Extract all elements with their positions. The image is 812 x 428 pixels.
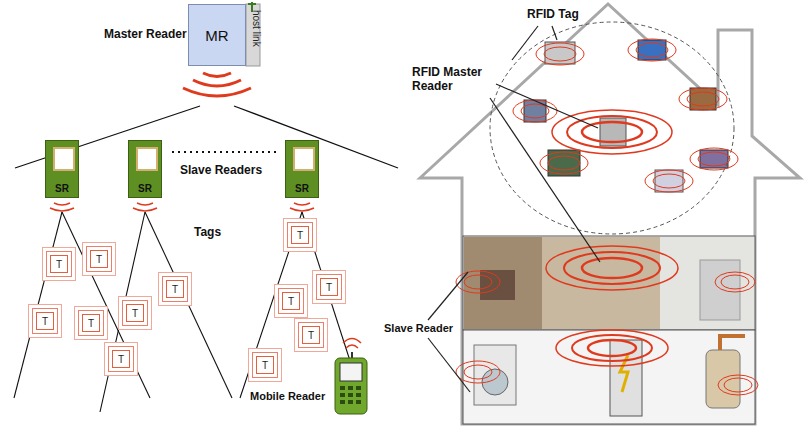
node-text: SR — [295, 183, 309, 194]
mobile-phone — [335, 339, 367, 415]
slave-reader-box: SR — [45, 140, 79, 198]
ellipsis-dots — [172, 151, 278, 153]
node-text: T — [42, 316, 48, 327]
node-text: T — [262, 360, 268, 371]
node-text: T — [308, 330, 314, 341]
rfid-tag: T — [256, 356, 274, 374]
group-label: Slave Readers — [180, 164, 262, 178]
node-text: MR — [205, 27, 228, 44]
device — [690, 88, 716, 110]
rfid-tag: T — [112, 350, 130, 368]
rfid-tag: T — [320, 278, 338, 296]
reader-window — [293, 147, 315, 171]
part-label: Master Reader — [104, 28, 187, 42]
coverage-ellipse — [490, 22, 734, 234]
node-text: T — [172, 284, 178, 295]
coverage-fans — [14, 212, 362, 412]
radio-waves — [183, 73, 251, 96]
reader-window — [53, 147, 75, 171]
router — [700, 150, 728, 168]
slave-waves — [50, 203, 314, 211]
monitor — [548, 150, 580, 176]
part-label: Mobile Reader — [250, 390, 325, 403]
node-text: T — [96, 254, 102, 265]
photo — [660, 237, 754, 329]
rfid-tag: T — [126, 304, 144, 322]
meter-box — [610, 340, 642, 416]
floor-panel — [463, 330, 755, 424]
ripples — [456, 39, 758, 395]
reader-window — [136, 147, 158, 171]
rfid-tag: T — [36, 312, 54, 330]
rfid-tag: T — [166, 280, 184, 298]
printer — [545, 42, 575, 64]
node-text: T — [118, 354, 124, 365]
photo — [700, 260, 740, 320]
slave-reader-box: SR — [285, 140, 319, 198]
rfid-tag: T — [50, 255, 68, 273]
device — [655, 170, 683, 192]
port-label: host link — [251, 10, 263, 47]
photo — [464, 237, 542, 329]
node-text: T — [297, 230, 303, 241]
floor-panel — [463, 236, 755, 330]
rfid-tag: T — [282, 292, 300, 310]
group-label: Tags — [194, 226, 221, 240]
node-text: T — [326, 282, 332, 293]
rfid-tag: T — [82, 314, 100, 332]
node-text: SR — [55, 183, 69, 194]
rfid-tag: T — [291, 226, 309, 244]
washing-machine — [474, 345, 516, 405]
master-reader-box: MR — [188, 4, 246, 66]
device — [524, 100, 546, 122]
node-text: T — [288, 296, 294, 307]
slave-reader-box: SR — [128, 140, 162, 198]
leader-lines — [428, 26, 600, 392]
rfid-tag: T — [90, 250, 108, 268]
callout-label: RFID Master Reader — [412, 66, 494, 94]
photo — [480, 270, 515, 300]
node-text: T — [132, 308, 138, 319]
photo — [542, 237, 660, 329]
callout-label: RFID Tag — [527, 8, 579, 22]
callout-label: Slave Reader — [384, 322, 453, 335]
node-text: T — [56, 259, 62, 270]
rfid-tag: T — [302, 326, 320, 344]
node-text: SR — [138, 183, 152, 194]
node-text: T — [88, 318, 94, 329]
boiler — [706, 350, 740, 408]
